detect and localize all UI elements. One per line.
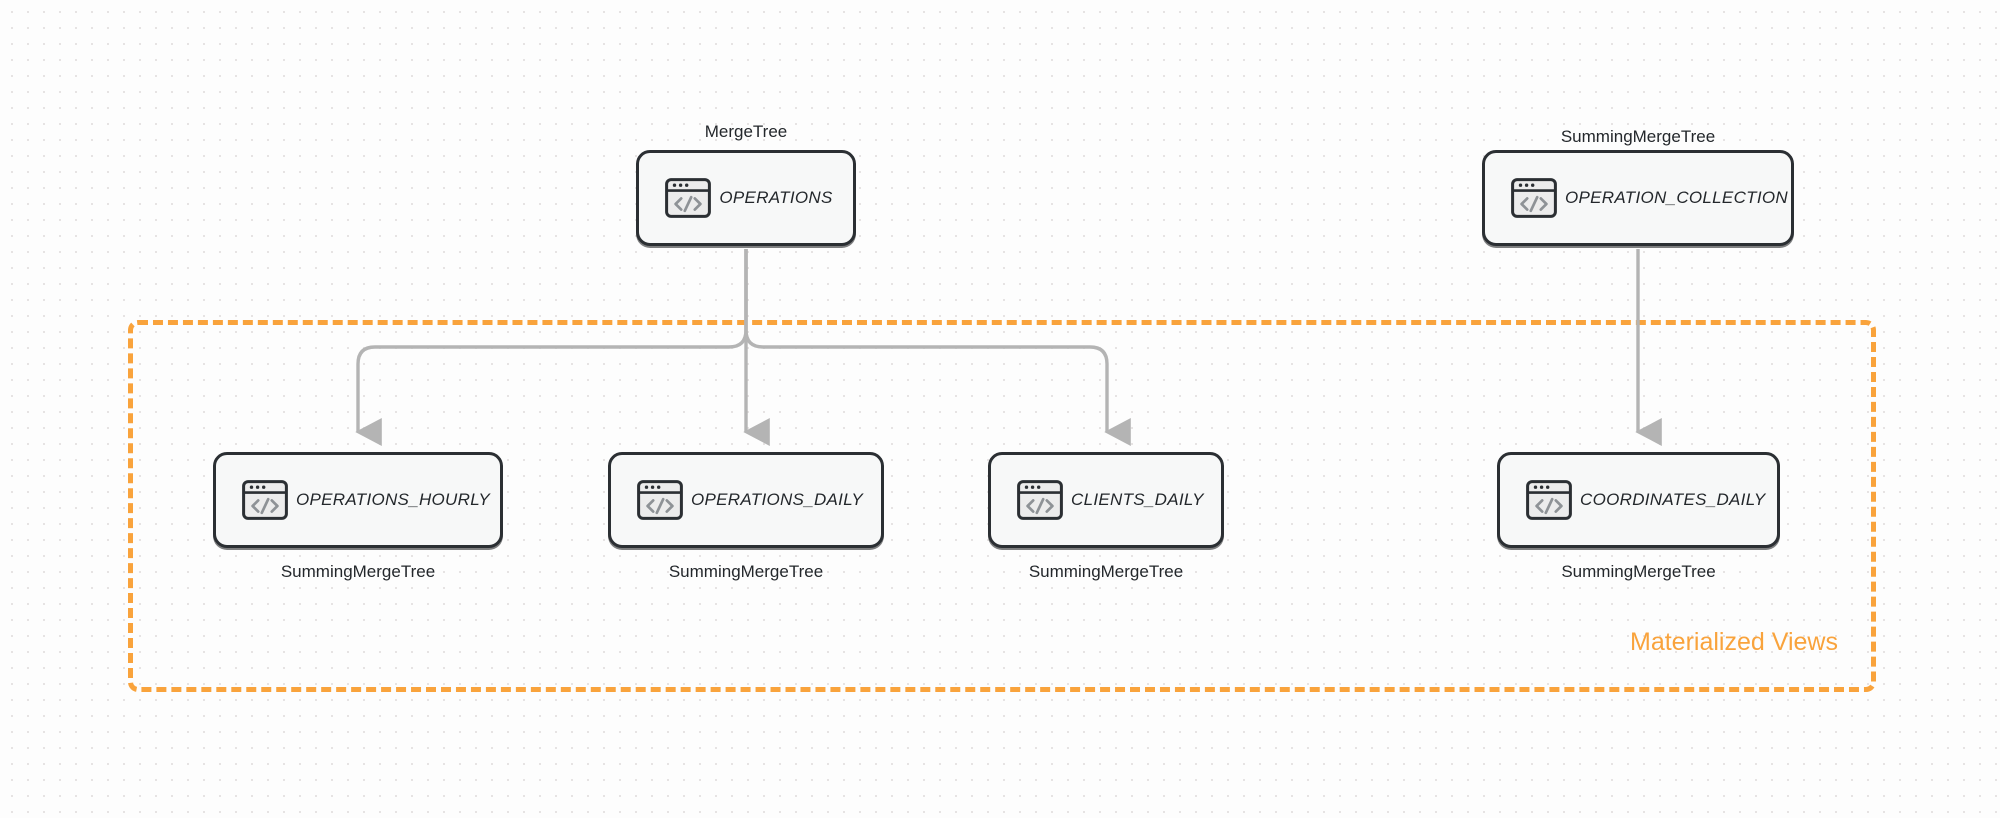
node-label: CLIENTS_DAILY xyxy=(1071,490,1204,509)
node-caption-clients_daily: SummingMergeTree xyxy=(1028,562,1184,581)
code-window-icon xyxy=(242,480,288,520)
node-label: OPERATIONS_HOURLY xyxy=(296,490,491,509)
node-caption-operations: MergeTree xyxy=(704,122,788,141)
node-caption-operations_hourly: SummingMergeTree xyxy=(280,562,436,581)
node-operations[interactable]: OPERATIONS xyxy=(636,150,856,246)
node-operation_collection[interactable]: OPERATION_COLLECTION xyxy=(1482,150,1794,246)
node-operations_daily[interactable]: OPERATIONS_DAILY xyxy=(608,452,884,548)
code-window-icon xyxy=(665,178,711,218)
code-window-icon xyxy=(1511,178,1557,218)
node-caption-operations_daily: SummingMergeTree xyxy=(668,562,824,581)
node-label: OPERATION_COLLECTION xyxy=(1565,188,1788,207)
node-label: OPERATIONS_DAILY xyxy=(691,490,864,509)
node-caption-coordinates_daily: SummingMergeTree xyxy=(1561,562,1716,581)
node-caption-operation_collection: SummingMergeTree xyxy=(1560,127,1716,146)
code-window-icon xyxy=(637,480,683,520)
node-label: OPERATIONS xyxy=(719,188,833,207)
node-clients_daily[interactable]: CLIENTS_DAILY xyxy=(988,452,1224,548)
materialized-views-group-label: Materialized Views xyxy=(1630,628,1838,656)
node-coordinates_daily[interactable]: COORDINATES_DAILY xyxy=(1497,452,1780,548)
node-operations_hourly[interactable]: OPERATIONS_HOURLY xyxy=(213,452,503,548)
code-window-icon xyxy=(1526,480,1572,520)
node-label: COORDINATES_DAILY xyxy=(1580,490,1766,509)
code-window-icon xyxy=(1017,480,1063,520)
